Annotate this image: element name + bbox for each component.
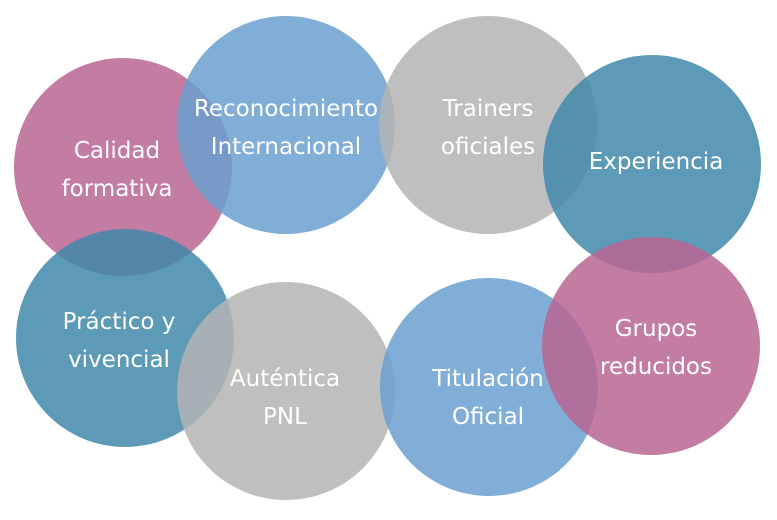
circle-experiencia <box>543 55 761 273</box>
label-experiencia: Experiencia <box>588 149 724 175</box>
circle-autentica-pnl <box>177 282 395 500</box>
circle-grupos-reducidos <box>542 237 760 455</box>
circle-reconocimiento-internacional <box>177 16 395 234</box>
